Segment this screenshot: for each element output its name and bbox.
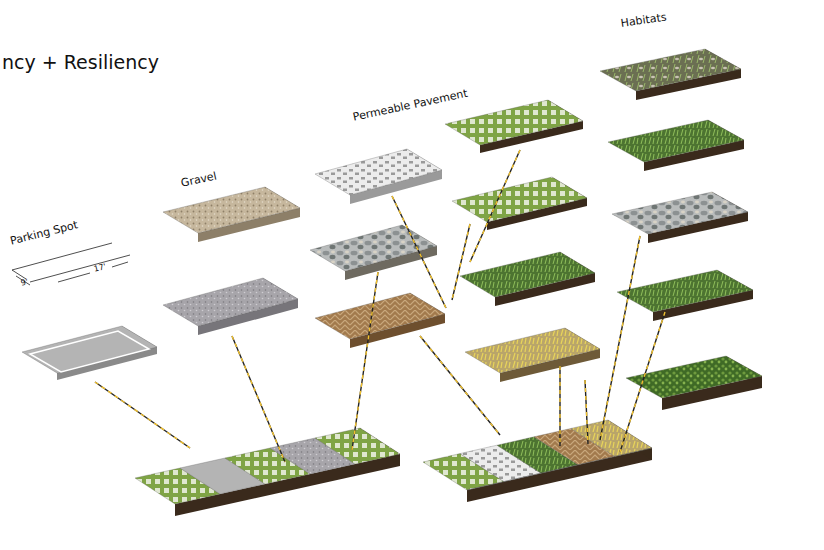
dimension-line: [30, 255, 130, 282]
leader-line: [559, 366, 560, 446]
tile-top: [452, 177, 587, 222]
dimension-lines: [12, 243, 130, 285]
parking-line: [30, 331, 149, 372]
tile-top: [626, 356, 762, 398]
diagram-title: ncy + Resiliency: [2, 52, 159, 73]
leader-line: [392, 196, 446, 308]
tile-side: [467, 448, 652, 490]
tile-top: [22, 326, 157, 373]
dimension-line: [58, 262, 128, 282]
tile-top: [163, 187, 300, 233]
leader-line: [585, 380, 588, 444]
section-label: Parking Spot: [9, 219, 79, 247]
tile-top: [608, 120, 744, 162]
tile-top: [315, 428, 400, 464]
leader-line: [95, 382, 190, 448]
tile-top: [460, 252, 595, 297]
tile-top: [315, 293, 445, 339]
leader-line: [620, 312, 665, 452]
tile-top: [445, 100, 583, 145]
leader-line: [559, 366, 560, 446]
section-label: Habitats: [620, 12, 667, 30]
tile-top: [600, 49, 741, 91]
tile-top: [163, 278, 298, 326]
leader-line: [452, 224, 470, 300]
leader-line: [352, 272, 378, 450]
leader-line: [232, 336, 285, 462]
tile-top: [465, 328, 600, 373]
leader-line: [470, 150, 520, 262]
leader-line: [420, 336, 500, 435]
leader-line: [620, 312, 665, 452]
tile-top: [612, 192, 748, 234]
leader-line: [585, 380, 588, 444]
tile-top: [617, 270, 753, 312]
tile-top: [315, 149, 442, 195]
tile-top: [310, 225, 437, 271]
leader-line: [95, 382, 190, 448]
leader-line: [470, 150, 520, 262]
leader-line: [352, 272, 378, 450]
tile-top: [571, 420, 652, 456]
leader-line: [452, 224, 470, 300]
leader-line: [420, 336, 500, 435]
leader-line: [232, 336, 285, 462]
dimension-text: 17': [93, 263, 107, 275]
section-label: Permeable Pavement: [352, 88, 469, 124]
leader-line: [392, 196, 446, 308]
dimension-text: 9': [20, 278, 29, 288]
tile-top: [467, 448, 652, 490]
section-label: Gravel: [180, 170, 218, 189]
